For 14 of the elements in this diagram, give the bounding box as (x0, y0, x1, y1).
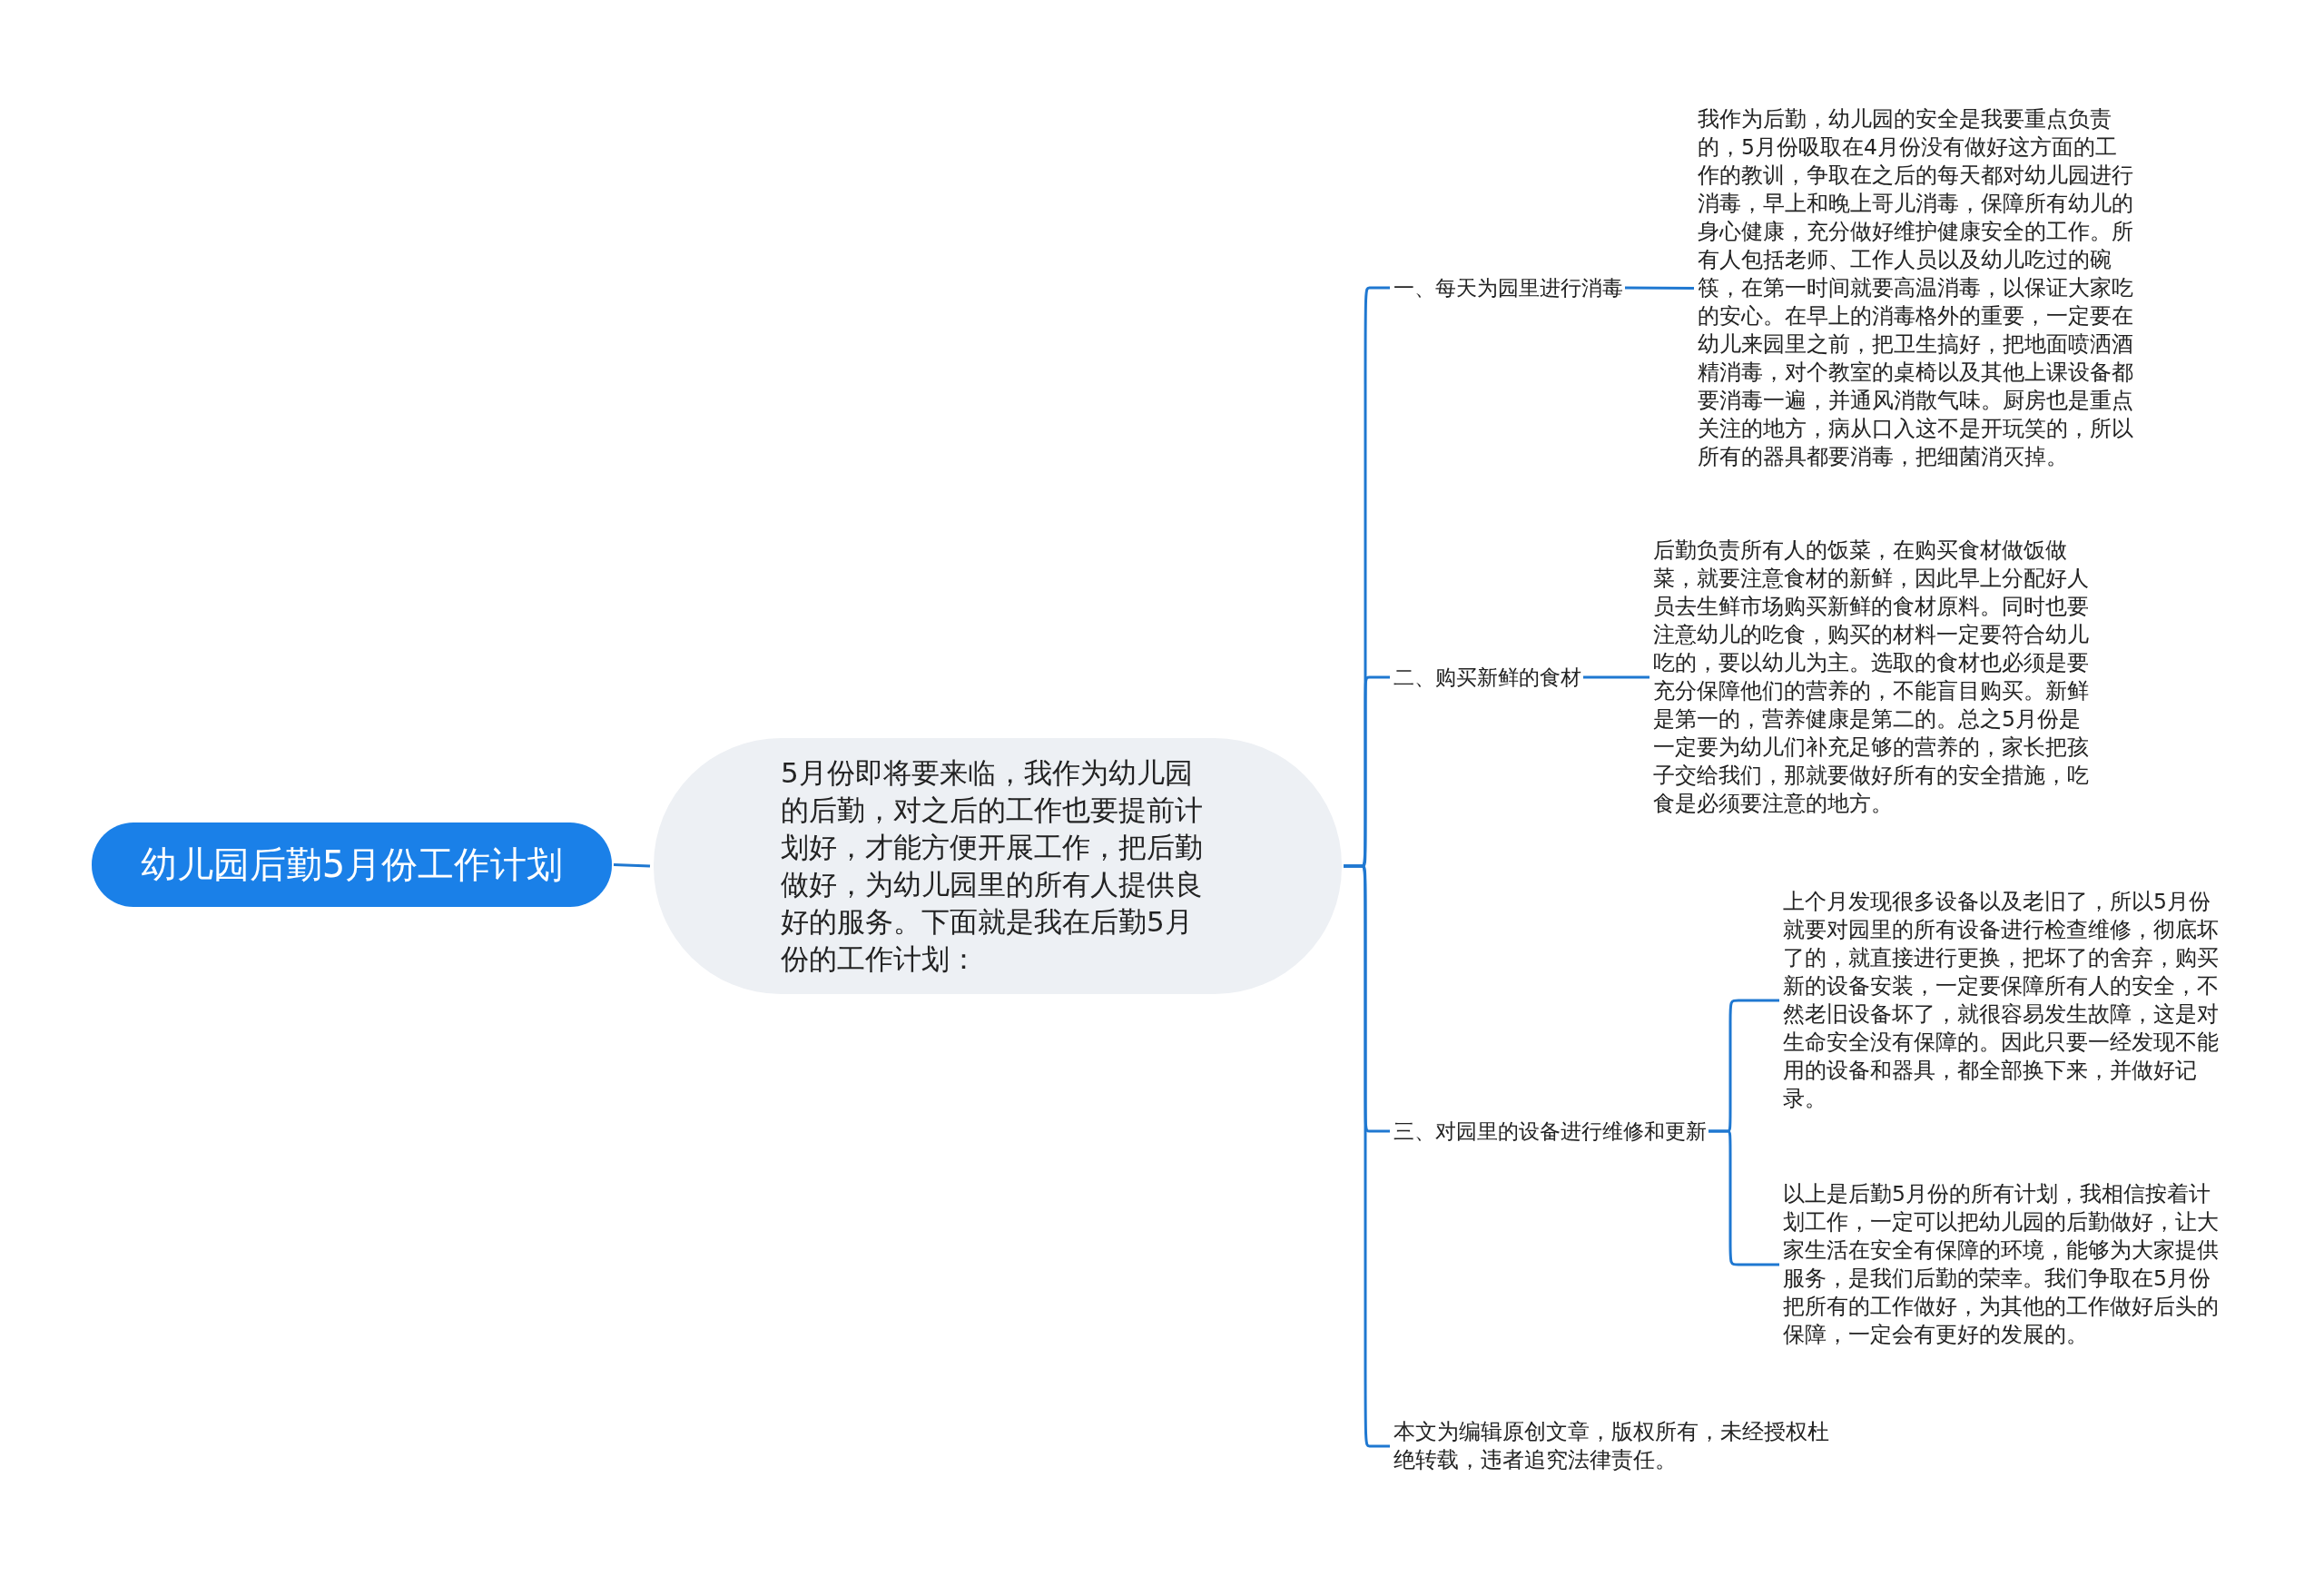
note-text: 本文为编辑原创文章，版权所有，未经授权杜绝转载，违者追究法律责任。 (1393, 1418, 1838, 1474)
connector-line (613, 863, 651, 868)
branch-label: 一、每天为园里进行消毒 (1393, 274, 1623, 301)
branch-label: 三、对园里的设备进行维修和更新 (1393, 1118, 1707, 1145)
connector-line (1625, 286, 1694, 290)
connector-line (1583, 675, 1649, 679)
branch-label: 二、购买新鲜的食材 (1393, 664, 1581, 691)
root-topic: 幼儿园后勤5月份工作计划 (92, 822, 612, 907)
paragraph-text: 以上是后勤5月份的所有计划，我相信按着计划工作，一定可以把幼儿园的后勤做好，让大家生活在安全有保障的环境，能够为大家提供服务，是我们后勤的荣幸。我们争取在5月份把所有的工作做好，为其他的工作做好后头的保障，一定会有更好的发展的。 (1783, 1180, 2228, 1349)
paragraph-text: 上个月发现很多设备以及老旧了，所以5月份就要对园里的所有设备进行检查维修，彻底坏了的，就直接进行更换，把坏了的舍弃，购买新的设备安装，一定要保障所有人的安全，不然老旧设备坏了，就很容易发生故障，这是对生命安全没有保障的。因此只要一经发现不能用的设备和器具，都全部换下来，并做好记录。 (1783, 888, 2228, 1113)
connector-line (1709, 1129, 1779, 1266)
paragraph-text: 我作为后勤，幼儿园的安全是我要重点负责的，5月份吸取在4月份没有做好这方面的工作的教训，争取在之后的每天都对幼儿园进行消毒，早上和晚上哥儿消毒，保障所有幼儿的身心健康，充分做好维护健康安全的工作。所有人包括老师、工作人员以及幼儿吃过的碗筷，在第一时间就要高温消毒，以保证大家吃的安心。在早上的消毒格外的重要，一定要在幼儿来园里之前，把卫生搞好，把地面喷洒酒精消毒，对个教室的桌椅以及其他上课设备都要消毒一遍，并通风消散气味。厨房也是重点关注的地方，病从口入这不是开玩笑的，所以所有的器具都要消毒，把细菌消灭掉。 (1698, 105, 2138, 471)
paragraph-text: 后勤负责所有人的饭菜，在购买食材做饭做菜，就要注意食材的新鲜，因此早上分配好人员去生鲜市场购买新鲜的食材原料。同时也要注意幼儿的吃食，购买的材料一定要符合幼儿吃的，要以幼儿为主。选取的食材也必须是要充分保障他们的营养的，不能盲目购买。新鲜是第一的，营养健康是第二的。总之5月份是一定要为幼儿们补充足够的营养的，家长把孩子交给我们，那就要做好所有的安全措施，吃食是必须要注意的地方。 (1653, 537, 2093, 818)
summary-bubble: 5月份即将要来临，我作为幼儿园的后勤，对之后的工作也要提前计划好，才能方便开展工作，把后勤做好，为幼儿园里的所有人提供良好的服务。下面就是我在后勤5月份的工作计划： (654, 738, 1342, 994)
